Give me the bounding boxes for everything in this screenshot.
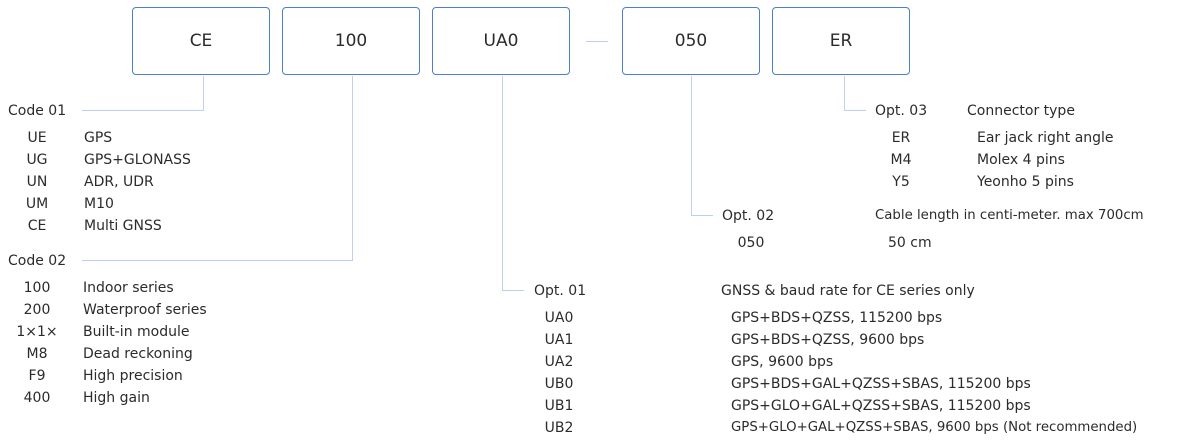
opt01-code: UB2 [544, 420, 574, 436]
part-box-opt02: 050 [622, 7, 760, 75]
opt03-code: M4 [890, 152, 912, 168]
opt03-desc: Ear jack right angle [977, 130, 1114, 146]
connector-opt02-vertical [691, 76, 692, 216]
code02-code: 200 [23, 302, 51, 318]
code02-desc: High gain [83, 390, 150, 406]
code02-desc: Built-in module [83, 324, 190, 340]
code02-desc: Waterproof series [83, 302, 207, 318]
code01-title: Code 01 [8, 103, 67, 119]
opt01-desc: GPS+BDS+QZSS, 9600 bps [731, 332, 925, 348]
opt01-code: UB1 [544, 398, 574, 414]
part-box-code01: CE [132, 7, 270, 75]
code01-code: CE [27, 218, 47, 234]
code02-desc: Dead reckoning [83, 346, 193, 362]
code01-code: UE [27, 130, 47, 146]
connector-opt01-horizontal [502, 290, 524, 291]
opt02-desc: 50 cm [888, 235, 932, 251]
connector-code02-horizontal [82, 260, 353, 261]
code01-desc: GPS+GLONASS [84, 152, 191, 168]
code01-desc: Multi GNSS [84, 218, 162, 234]
opt01-desc: GPS+GLO+GAL+QZSS+SBAS, 115200 bps [731, 398, 1031, 414]
opt03-code: Y5 [892, 174, 910, 190]
code02-code: M8 [26, 346, 48, 362]
code01-code: UN [26, 174, 48, 190]
opt03-desc: Yeonho 5 pins [977, 174, 1074, 190]
connector-code01-vertical [203, 76, 204, 111]
opt01-desc: GPS+GLO+GAL+QZSS+SBAS, 9600 bps (Not rec… [731, 420, 1138, 435]
code01-code: UG [26, 152, 48, 168]
code02-title: Code 02 [8, 253, 67, 269]
opt03-title: Opt. 03 [875, 103, 928, 119]
connector-code01-horizontal [82, 110, 204, 111]
opt03-code: ER [891, 130, 911, 146]
connector-opt01-vertical [502, 76, 503, 291]
code02-code: 100 [23, 280, 51, 296]
connector-opt03-horizontal [844, 110, 866, 111]
part-box-opt01: UA0 [432, 7, 570, 75]
code02-desc: Indoor series [83, 280, 174, 296]
code01-code: UM [25, 196, 49, 212]
opt01-desc: GPS, 9600 bps [731, 354, 834, 370]
opt01-code: UA2 [544, 354, 574, 370]
opt01-desc: GPS+BDS+QZSS, 115200 bps [731, 310, 943, 326]
code02-code: 1×1× [16, 324, 58, 340]
dash-separator [586, 41, 608, 42]
code01-desc: GPS [84, 130, 113, 146]
code02-code: 400 [23, 390, 51, 406]
opt02-code: 050 [737, 235, 765, 251]
code02-desc: High precision [83, 368, 183, 384]
part-box-opt03: ER [772, 7, 910, 75]
code02-code: F9 [28, 368, 46, 384]
connector-code02-vertical [352, 76, 353, 261]
opt01-title: Opt. 01 [534, 283, 587, 299]
opt03-desc: Molex 4 pins [977, 152, 1065, 168]
opt01-code: UA1 [544, 332, 574, 348]
opt01-code: UB0 [544, 376, 574, 392]
opt02-subtitle: Cable length in centi-meter. max 700cm [875, 208, 1144, 223]
connector-opt02-horizontal [691, 215, 713, 216]
opt01-subtitle: GNSS & baud rate for CE series only [721, 283, 975, 299]
opt02-title: Opt. 02 [722, 208, 775, 224]
connector-opt03-vertical [844, 76, 845, 111]
code01-desc: M10 [84, 196, 114, 212]
opt03-subtitle: Connector type [967, 103, 1075, 119]
opt01-desc: GPS+BDS+GAL+QZSS+SBAS, 115200 bps [731, 376, 1031, 392]
part-box-code02: 100 [282, 7, 420, 75]
code01-desc: ADR, UDR [84, 174, 154, 190]
opt01-code: UA0 [544, 310, 574, 326]
